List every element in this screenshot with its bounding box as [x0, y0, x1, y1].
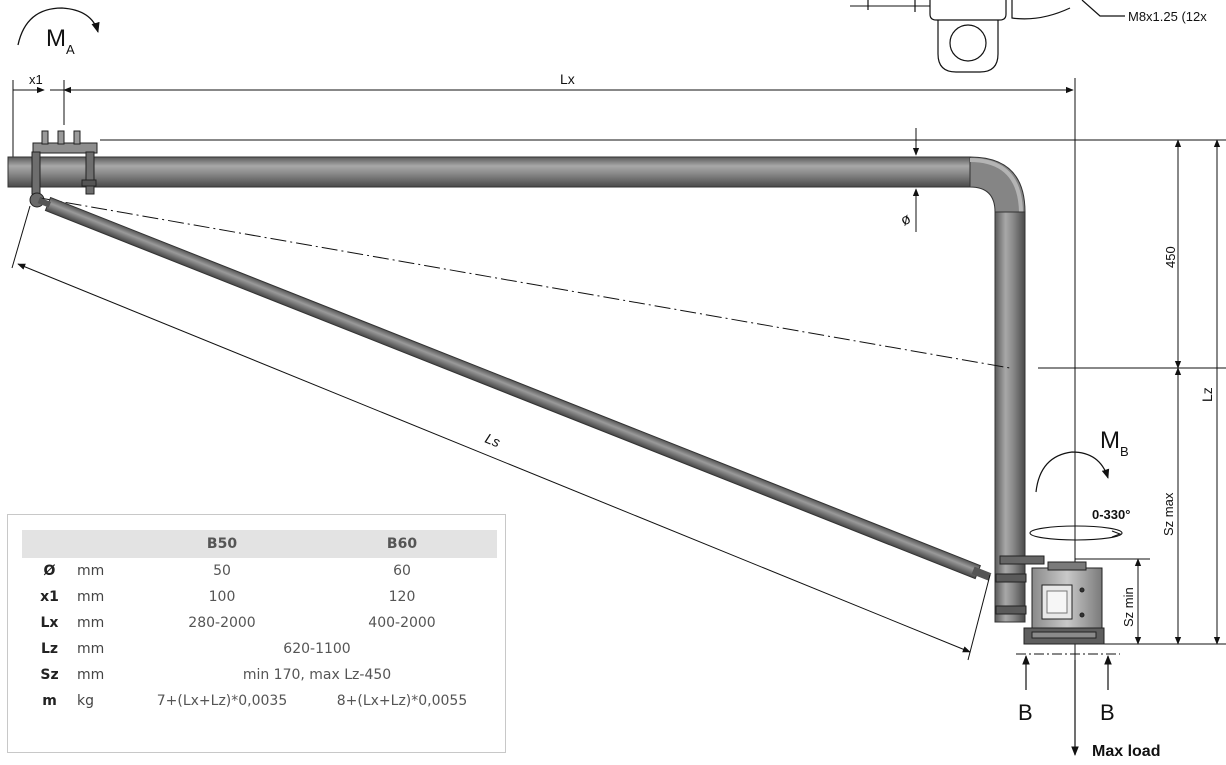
moment-a-label: MA	[46, 25, 75, 57]
row-unit: kg	[77, 693, 94, 709]
row-symbol: Ø	[43, 563, 56, 579]
center-line	[39, 197, 1011, 369]
header-unit	[77, 530, 137, 558]
row-unit: mm	[77, 615, 105, 631]
table-row: Ø mm 50 60	[22, 558, 497, 584]
section-b-right-label: B	[1100, 700, 1115, 725]
table-row: Sz mm min 170, max Lz-450	[22, 662, 497, 688]
table-row: Lx mm 280-2000 400-2000	[22, 610, 497, 636]
row-b50: 100	[208, 589, 236, 605]
ls-label: Ls	[483, 430, 503, 450]
moment-b-arrow	[1035, 451, 1110, 493]
rotary-unit	[995, 555, 1105, 645]
x1-label: x1	[29, 72, 43, 87]
ls-dimension	[11, 205, 991, 661]
row-unit: mm	[77, 641, 105, 657]
row-unit: mm	[77, 589, 105, 605]
row-b50: 50	[213, 563, 231, 579]
row-symbol: Sz	[40, 667, 59, 683]
rotation-label: 0-330°	[1092, 507, 1130, 522]
moment-a-arrow	[17, 7, 100, 46]
horizontal-arm	[7, 156, 1026, 213]
max-load-label: Max load	[1092, 743, 1160, 760]
table-row: x1 mm 100 120	[22, 584, 497, 610]
moment-b-label: MB	[1100, 427, 1129, 459]
spec-table-header: B50 B60	[22, 530, 497, 558]
vertical-column	[994, 211, 1026, 623]
thread-detail	[850, 0, 1125, 73]
left-clamp	[29, 130, 98, 208]
header-symbol	[22, 530, 77, 558]
lz-label: Lz	[1199, 387, 1215, 402]
row-b50: 7+(Lx+Lz)*0,0035	[156, 693, 288, 709]
diameter-label: ø	[898, 210, 914, 229]
row-both: min 170, max Lz-450	[242, 667, 392, 683]
row-b60: 120	[388, 589, 416, 605]
dim-450-label: 450	[1163, 246, 1178, 268]
rotation-arrow	[1029, 525, 1123, 541]
row-symbol: Lx	[40, 615, 59, 631]
header-b50: B50	[137, 530, 307, 558]
row-symbol: m	[42, 693, 57, 709]
spec-table: B50 B60 Ø mm 50 60 x1 mm 100 120 Lx mm 2…	[22, 530, 497, 714]
dimensions-right	[1134, 139, 1221, 645]
row-unit: mm	[77, 563, 105, 579]
row-unit: mm	[77, 667, 105, 683]
row-symbol: x1	[40, 589, 59, 605]
thread-label: M8x1.25 (12x	[1128, 9, 1207, 24]
row-b60: 8+(Lx+Lz)*0,0055	[336, 693, 468, 709]
table-row: Lz mm 620-1100	[22, 636, 497, 662]
lx-label: Lx	[560, 71, 575, 87]
row-symbol: Lz	[40, 641, 59, 657]
section-markers	[1022, 655, 1112, 690]
reference-lines-right	[100, 139, 1226, 655]
sz-max-label: Sz max	[1161, 492, 1176, 536]
sz-min-label: Sz min	[1121, 587, 1136, 627]
row-both: 620-1100	[283, 641, 351, 657]
table-row: m kg 7+(Lx+Lz)*0,0035 8+(Lx+Lz)*0,0055	[22, 688, 497, 714]
row-b60: 60	[393, 563, 411, 579]
row-b50: 280-2000	[188, 615, 256, 631]
spec-table-panel: B50 B60 Ø mm 50 60 x1 mm 100 120 Lx mm 2…	[7, 514, 506, 753]
header-b60: B60	[307, 530, 497, 558]
section-b-left-label: B	[1018, 700, 1033, 725]
row-b60: 400-2000	[368, 615, 436, 631]
